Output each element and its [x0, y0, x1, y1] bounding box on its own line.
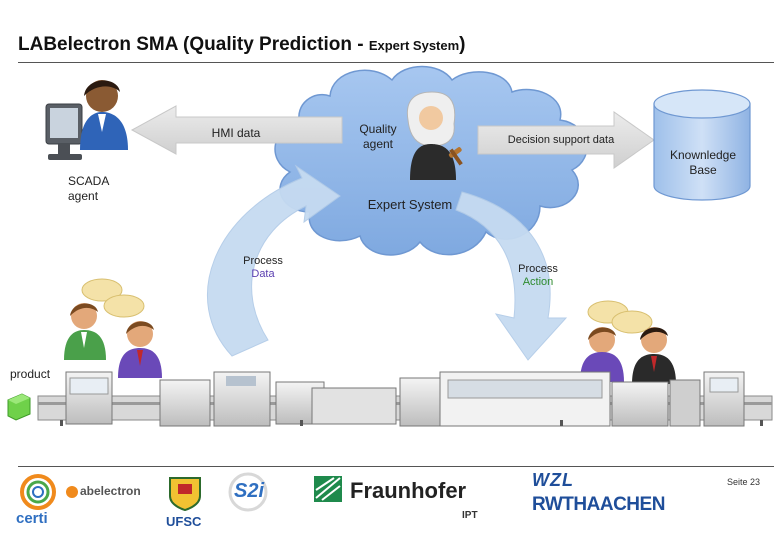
ipt-logo-text: IPT — [462, 510, 478, 521]
process-action-label-line2: Action — [522, 276, 554, 288]
knowledge-base-database — [653, 89, 751, 201]
page-title: LABelectron SMA (Quality Prediction - Ex… — [18, 34, 466, 56]
fraunhofer-logo-text: Fraunhofer — [350, 478, 467, 503]
scada-agent-label-line2: agent — [68, 189, 99, 203]
labelectron-logo-mark — [66, 486, 78, 498]
page-number: Seite 23 — [726, 477, 760, 487]
knowledge-base-label: Knownledge Base — [656, 148, 750, 178]
quality-agent-label-line2: agent — [362, 137, 394, 151]
labelectron-logo-text: abelectron — [80, 484, 141, 498]
wzl-logo-text: WZL — [532, 470, 574, 490]
left-operators-icon — [64, 278, 162, 378]
title-main: LABelectron SMA (Quality Prediction - — [18, 34, 369, 55]
fraunhofer-logo-mark — [314, 476, 342, 502]
decision-support-arrow — [477, 111, 655, 169]
rwth-logo-text: RWTHAACHEN — [532, 494, 665, 515]
decision-support-label: Decision support data — [507, 134, 615, 146]
product-cube-icon — [7, 393, 31, 421]
scada-agent-label: SCADA agent — [68, 174, 138, 204]
process-action-label: Process Action — [506, 263, 570, 289]
process-data-label: Process Data — [232, 255, 294, 281]
right-operators-icon — [580, 300, 676, 384]
hmi-data-arrow — [130, 105, 343, 155]
title-small: Expert System — [368, 38, 460, 53]
certi-logo-text: certi — [16, 510, 48, 527]
ufsc-logo-mark — [169, 477, 201, 512]
scada-agent-label-line1: SCADA — [68, 174, 110, 188]
s2i-logo-text: S2i — [234, 480, 265, 502]
quality-agent-label-line1: Quality — [359, 122, 397, 136]
certi-logo — [20, 474, 56, 510]
ufsc-logo-text: UFSC — [166, 514, 202, 529]
quality-agent-label: Quality agent — [346, 122, 410, 152]
process-action-arrow — [455, 191, 568, 361]
scada-operator-icon — [45, 80, 128, 160]
process-action-label-line1: Process — [518, 263, 558, 275]
quality-agent-judge-icon — [406, 91, 463, 180]
process-data-arrow — [207, 164, 341, 357]
bottom-divider — [18, 466, 774, 467]
knowledge-base-label-line1: Knownledge — [669, 148, 737, 162]
top-divider — [18, 62, 774, 63]
process-data-label-line1: Process — [243, 255, 283, 267]
hmi-data-label: HMI data — [211, 126, 261, 140]
s2i-logo-mark — [228, 472, 268, 512]
expert-system-label: Expert System — [367, 197, 453, 212]
product-label: product — [10, 367, 51, 381]
process-data-label-line2: Data — [251, 268, 275, 280]
smt-production-line — [37, 371, 773, 427]
knowledge-base-label-line2: Base — [689, 163, 717, 177]
title-close: ) — [459, 34, 466, 55]
